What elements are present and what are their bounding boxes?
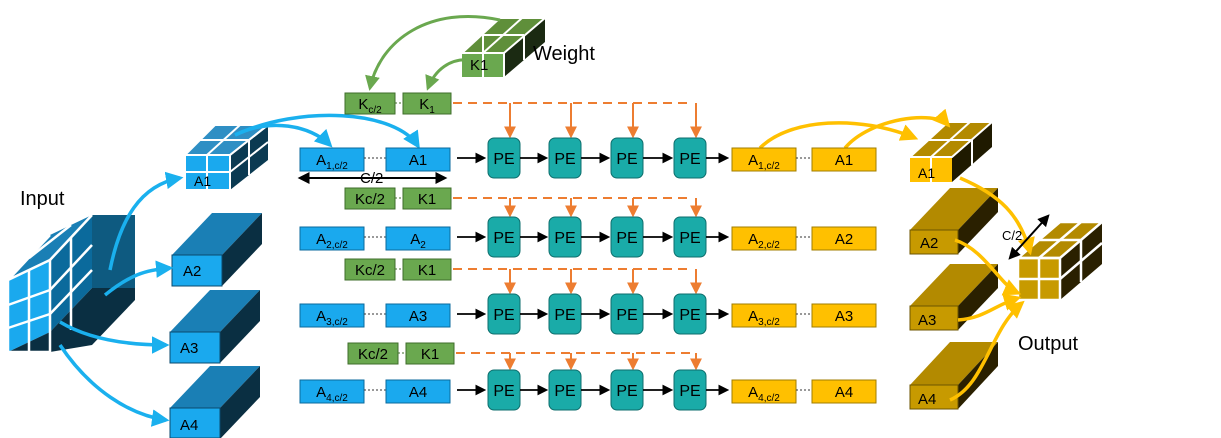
- pe-label: PE: [493, 151, 514, 168]
- out-label-left: A2,c/2: [748, 231, 780, 251]
- weight-label: Weight: [533, 43, 595, 65]
- act-box-left: [299, 147, 365, 172]
- output-c-half-arrow: [1008, 214, 1050, 260]
- act-box-left: [299, 303, 365, 328]
- out-label-right: A4: [835, 384, 853, 401]
- pe-label: PE: [679, 383, 700, 400]
- input-slice-label-2: A2: [183, 263, 201, 280]
- pe-label: PE: [616, 383, 637, 400]
- input-slice-label-3: A3: [180, 340, 198, 357]
- input-slice-label-1: A1: [194, 173, 211, 189]
- pe-label: PE: [616, 230, 637, 247]
- pe-label: PE: [679, 151, 700, 168]
- act-label-left: A1,c/2: [316, 152, 348, 172]
- kernel-box-right: [402, 187, 452, 210]
- out-label-left: A1,c/2: [748, 152, 780, 172]
- out-label-left: A3,c/2: [748, 308, 780, 328]
- out-box-right: [811, 147, 877, 172]
- kernel-label-left: Kc/2: [358, 96, 382, 116]
- output-slice-label-2: A2: [920, 235, 938, 252]
- output-slice-label-4: A4: [918, 391, 936, 408]
- out-label-right: A1: [835, 152, 853, 169]
- input-tensor: [6, 214, 135, 354]
- kernel-box-right: [402, 258, 452, 281]
- pe-label: PE: [554, 307, 575, 324]
- out-box-right: [811, 226, 877, 251]
- out-label-left: A4,c/2: [748, 384, 780, 404]
- weight-cube: [459, 17, 548, 77]
- kernel-label-right: K1: [418, 191, 436, 208]
- output-tensor: [1014, 220, 1106, 302]
- out-box-left: [731, 303, 797, 328]
- out-label-right: A3: [835, 308, 853, 325]
- pe-label: PE: [616, 307, 637, 324]
- input-slice-label-4: A4: [180, 417, 198, 434]
- pe-label: PE: [554, 230, 575, 247]
- out-box-right: [811, 379, 877, 404]
- kernel-box-right: [405, 342, 455, 365]
- kernel-label-right: K1: [419, 96, 435, 116]
- act-label-left: A2,c/2: [316, 231, 348, 251]
- output-slice-label-1: A1: [918, 165, 935, 181]
- act-label-right: A1: [409, 152, 427, 169]
- pe-label: PE: [679, 230, 700, 247]
- input-a4-bar: [169, 366, 260, 438]
- input-a2-bar: [171, 213, 262, 287]
- act-box-right: [385, 379, 451, 404]
- act-label-right: A2: [410, 231, 426, 251]
- act-label-right: A3: [409, 308, 427, 325]
- pe-label: PE: [493, 307, 514, 324]
- kernel-label-right: K1: [421, 346, 439, 363]
- input-c-half-label: C/2: [360, 170, 383, 187]
- pe-label: PE: [616, 151, 637, 168]
- act-box-right: [385, 147, 451, 172]
- weight-arrows: [365, 15, 501, 91]
- act-label-right: A4: [409, 384, 427, 401]
- weight-cube-label: K1: [470, 57, 488, 74]
- act-label-left: A3,c/2: [316, 308, 348, 328]
- output-a3-bar: [909, 264, 998, 331]
- act-box-left: [299, 379, 365, 404]
- output-slice-label-3: A3: [918, 312, 936, 329]
- input-split-arrows: [58, 113, 420, 427]
- pe-label: PE: [493, 230, 514, 247]
- input-a3-bar: [169, 290, 260, 364]
- input-a1-cube: [182, 124, 271, 191]
- output-c-half-label: C/2: [1002, 228, 1022, 243]
- kernel-label-left: Kc/2: [355, 262, 385, 279]
- out-box-left: [731, 226, 797, 251]
- act-box-right: [385, 303, 451, 328]
- pe-label: PE: [554, 383, 575, 400]
- input-label: Input: [20, 188, 65, 210]
- out-box-left: [731, 379, 797, 404]
- pe-label: PE: [679, 307, 700, 324]
- out-label-right: A2: [835, 231, 853, 248]
- output-a1-cube: [907, 121, 995, 182]
- pe-label: PE: [493, 383, 514, 400]
- act-label-left: A4,c/2: [316, 384, 348, 404]
- output-label: Output: [1018, 333, 1078, 355]
- kernel-label-right: K1: [418, 262, 436, 279]
- kernel-label-left: Kc/2: [358, 346, 388, 363]
- kernel-box-right: [402, 92, 452, 115]
- pe-label: PE: [554, 151, 575, 168]
- act-box-left: [299, 226, 365, 251]
- out-box-right: [811, 303, 877, 328]
- kernel-label-left: Kc/2: [355, 191, 385, 208]
- output-a2-bar: [909, 188, 998, 255]
- act-box-right: [385, 226, 451, 251]
- out-box-left: [731, 147, 797, 172]
